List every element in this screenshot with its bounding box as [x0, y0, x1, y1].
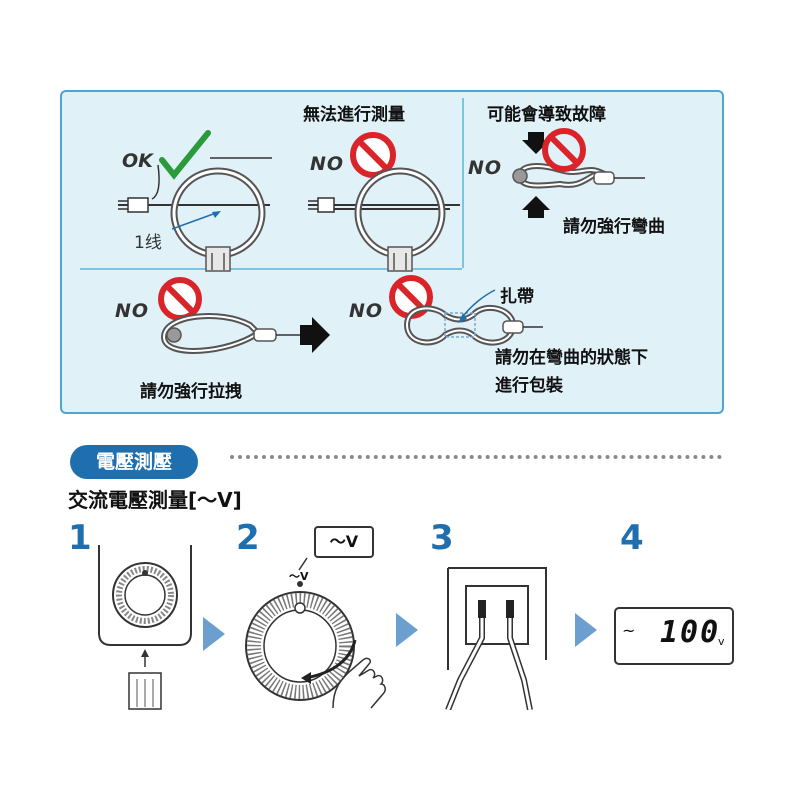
socket-illustration	[445, 567, 547, 710]
step-4-number: 4	[620, 518, 644, 558]
prohibited-icon	[350, 132, 396, 178]
fig2-heading: 無法進行測量	[303, 105, 405, 125]
fig5-tie-illustration	[389, 275, 543, 346]
lcd-display: ~ 100 v	[614, 607, 734, 665]
arrow-right-icon	[300, 317, 330, 353]
meter-body-illustration	[98, 545, 192, 710]
fig3-bend-illustration	[512, 128, 645, 218]
dial-callout: ～V	[314, 526, 374, 558]
arrow-up-icon	[522, 196, 550, 218]
ok-label: OK	[122, 150, 153, 172]
fig2-no-illustration	[308, 132, 460, 272]
fig4-caption: 請勿強行拉拽	[140, 382, 242, 402]
panel-divider-horizontal	[80, 268, 462, 270]
dial-illustration	[245, 557, 386, 709]
fig5-no-label: NO	[349, 300, 384, 322]
fig3-heading: 可能會導致故障	[487, 105, 606, 125]
step-1-number: 1	[68, 518, 92, 558]
fig3-no-label: NO	[468, 157, 503, 179]
section-badge: 電壓測壓	[70, 445, 198, 479]
fig5-caption-line2: 進行包裝	[495, 376, 563, 396]
prohibited-icon	[158, 277, 202, 321]
step-3-number: 3	[430, 518, 454, 558]
step-2-number: 2	[236, 518, 260, 558]
fig3-caption: 請勿強行彎曲	[563, 217, 665, 237]
fig5-caption-line1: 請勿在彎曲的狀態下	[495, 348, 648, 368]
step-arrow-icon	[203, 617, 225, 651]
display-value: 100	[660, 615, 721, 650]
fig2-no-label: NO	[310, 153, 345, 175]
dotted-divider	[230, 455, 722, 459]
step-arrow-icon	[396, 613, 418, 647]
display-ac-symbol: ~	[622, 621, 636, 640]
one-line-label: 1线	[134, 233, 162, 253]
check-icon	[159, 130, 211, 180]
fig4-pull-illustration	[158, 277, 330, 354]
fig1-ok-illustration	[118, 130, 272, 272]
panel-divider-vertical	[462, 98, 464, 268]
display-unit: v	[718, 635, 725, 648]
arrow-down-icon	[522, 132, 550, 154]
hand-icon	[332, 657, 386, 709]
tie-label: 扎帶	[500, 287, 534, 307]
prohibited-icon	[542, 128, 586, 172]
section-subtitle: 交流電壓測量[～V]	[68, 488, 242, 512]
fig4-no-label: NO	[115, 300, 150, 322]
dial-mark: ～V	[289, 570, 309, 583]
step-arrow-icon	[575, 613, 597, 647]
